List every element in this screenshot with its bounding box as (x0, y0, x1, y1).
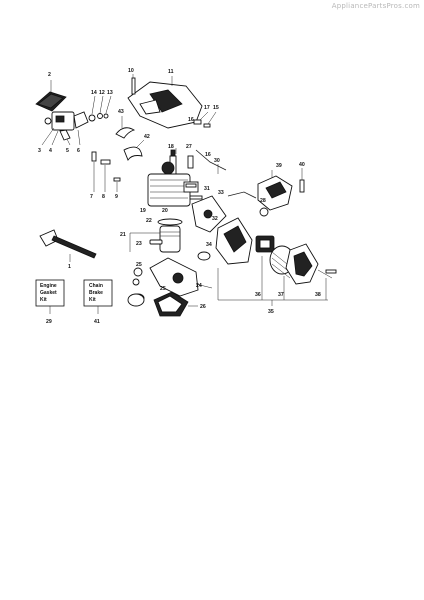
part-42-gasket (123, 139, 145, 161)
label-1: 1 (68, 264, 71, 270)
label-25a: 25 (136, 262, 142, 268)
label-5: 5 (66, 148, 69, 154)
label-3: 3 (38, 148, 41, 154)
part-2-filter-cover (35, 80, 67, 112)
label-39: 39 (276, 163, 282, 169)
label-24: 24 (196, 283, 202, 289)
label-31: 31 (204, 186, 210, 192)
part-flywheel-left (127, 293, 145, 307)
part-22-ring (157, 218, 183, 226)
label-42: 42 (144, 134, 150, 140)
label-11: 11 (168, 69, 174, 75)
part-21-piston (129, 225, 181, 253)
label-19: 19 (140, 208, 146, 214)
chain-brake-kit-line1: Chain (89, 283, 103, 289)
label-10: 10 (128, 68, 134, 74)
label-41: 41 (94, 319, 100, 325)
part-labels: 2 10 11 14 12 13 43 17 15 16 42 3 4 5 6 … (38, 68, 321, 325)
part-bolts-7-9 (91, 151, 121, 192)
label-18: 18 (168, 144, 174, 150)
label-36: 36 (255, 292, 261, 298)
label-16b: 16 (205, 152, 211, 158)
label-14: 14 (91, 90, 97, 96)
part-40-screw (299, 168, 305, 193)
part-26-crankcase (153, 291, 198, 317)
engine-gasket-kit-line1: Engine (40, 283, 57, 289)
label-37: 37 (278, 292, 284, 298)
chain-brake-kit-line2: Brake (89, 290, 103, 296)
label-23: 23 (136, 241, 142, 247)
part-33-muffler (191, 195, 227, 233)
part-28-wire (227, 191, 269, 217)
label-8: 8 (102, 194, 105, 200)
label-21: 21 (120, 232, 126, 238)
part-36-starter (255, 235, 275, 253)
label-35: 35 (268, 309, 274, 315)
part-15-17-fasteners (193, 111, 217, 128)
part-11-top-cover (127, 76, 203, 129)
label-4: 4 (49, 148, 52, 154)
chain-brake-kit-line3: Kit (89, 297, 96, 303)
label-38: 38 (315, 292, 321, 298)
label-34: 34 (206, 242, 212, 248)
part-31-32-studs (185, 183, 203, 200)
part-34-housing (215, 217, 253, 265)
label-13: 13 (107, 90, 113, 96)
label-43: 43 (118, 109, 124, 115)
label-27: 27 (186, 144, 192, 150)
label-9: 9 (115, 194, 118, 200)
part-carburetor (41, 95, 112, 146)
watermark: AppliancePartsPros.com (331, 2, 420, 10)
part-38-cover (285, 243, 337, 285)
bracket-35 (217, 256, 328, 306)
label-16a: 16 (188, 117, 194, 123)
part-1-wrench (39, 229, 97, 262)
label-20: 20 (162, 208, 168, 214)
part-39-ignition-module (257, 170, 293, 211)
label-26: 26 (200, 304, 206, 310)
label-40: 40 (299, 162, 305, 168)
label-32: 32 (212, 216, 218, 222)
label-15: 15 (213, 105, 219, 111)
label-29: 29 (46, 319, 52, 325)
label-2: 2 (48, 72, 51, 78)
label-7: 7 (90, 194, 93, 200)
part-10-bolt (131, 74, 136, 95)
part-30-wire (195, 149, 227, 174)
label-25b: 25 (160, 286, 166, 292)
engine-gasket-kit-box: Engine Gasket Kit (35, 279, 65, 314)
label-17: 17 (204, 105, 210, 111)
engine-gasket-kit-line3: Kit (40, 297, 47, 303)
label-33: 33 (218, 190, 224, 196)
part-27-boot (187, 155, 194, 169)
chain-brake-kit-box: Chain Brake Kit (83, 279, 113, 314)
label-12: 12 (99, 90, 105, 96)
part-24-crankshaft (149, 257, 213, 297)
engine-gasket-kit-line2: Gasket (40, 290, 57, 296)
label-30: 30 (214, 158, 220, 164)
part-43-clip (115, 116, 136, 139)
part-23-pin (149, 239, 163, 245)
label-22: 22 (146, 218, 152, 224)
part-19-cylinder (147, 161, 199, 207)
label-6: 6 (77, 148, 80, 154)
label-28: 28 (260, 198, 266, 204)
